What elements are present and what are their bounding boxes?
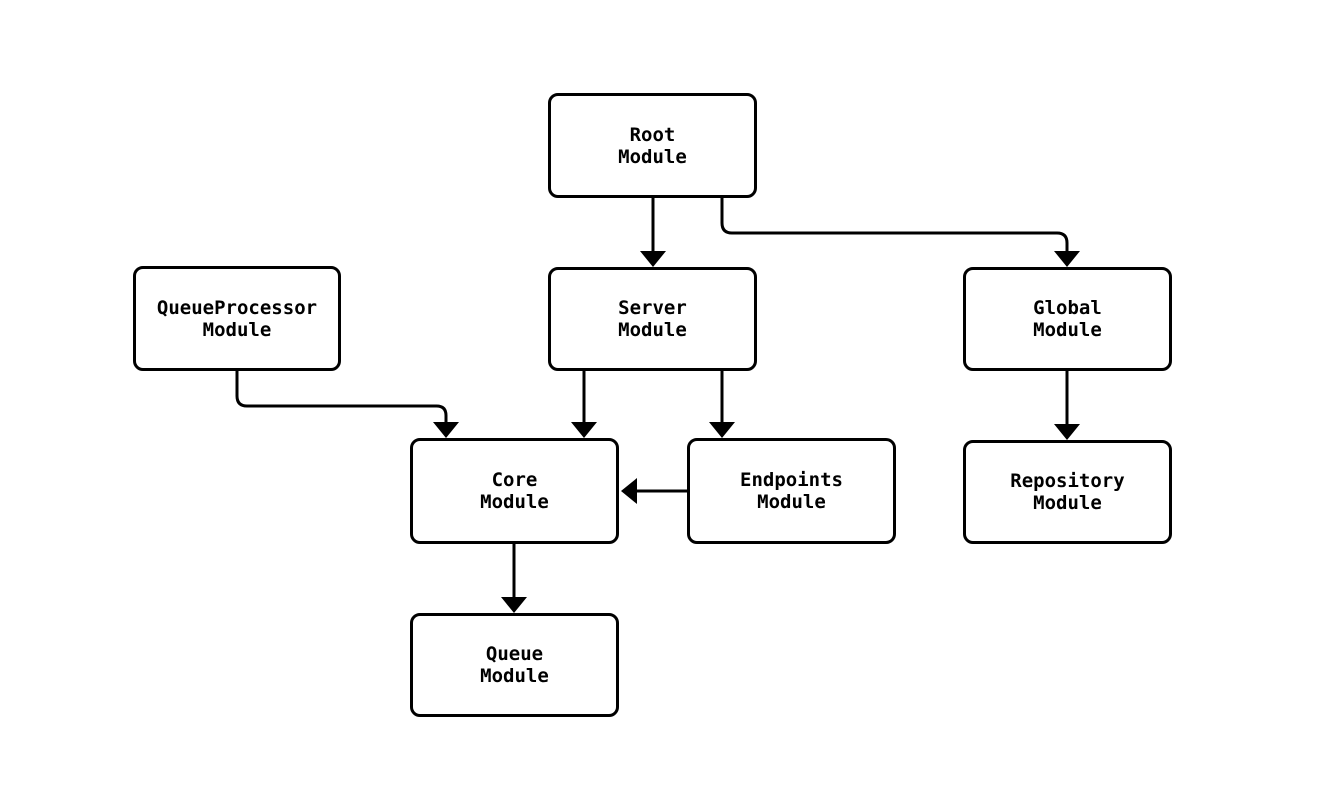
arrowhead-queueprocessor-to-core	[433, 422, 459, 438]
arrowhead-server-to-endpoints	[709, 422, 735, 438]
edge-queueprocessor-to-core	[235, 371, 448, 425]
node-label: Core Module	[480, 469, 549, 513]
node-queueprocessor-module: QueueProcessor Module	[133, 266, 341, 371]
node-label: Global Module	[1033, 297, 1102, 341]
arrowhead-endpoints-to-core	[621, 478, 637, 504]
node-server-module: Server Module	[548, 267, 757, 371]
node-core-module: Core Module	[410, 438, 619, 544]
node-label: Endpoints Module	[740, 469, 843, 513]
arrowhead-core-to-queue	[501, 597, 527, 613]
node-root-module: Root Module	[548, 93, 757, 198]
arrowhead-global-to-repository	[1054, 424, 1080, 440]
node-label: Root Module	[618, 123, 687, 168]
node-label: Repository Module	[1010, 470, 1125, 514]
node-queue-module: Queue Module	[410, 613, 619, 717]
node-repository-module: Repository Module	[963, 440, 1172, 544]
edge-root-to-global	[720, 198, 1069, 254]
node-label: QueueProcessor Module	[156, 296, 318, 341]
arrowhead-root-to-global	[1054, 251, 1080, 267]
arrowhead-server-to-core	[571, 422, 597, 438]
node-endpoints-module: Endpoints Module	[687, 438, 896, 544]
node-global-module: Global Module	[963, 267, 1172, 371]
node-label: Server Module	[618, 297, 687, 341]
arrowhead-root-to-server	[640, 251, 666, 267]
node-label: Queue Module	[480, 643, 549, 687]
